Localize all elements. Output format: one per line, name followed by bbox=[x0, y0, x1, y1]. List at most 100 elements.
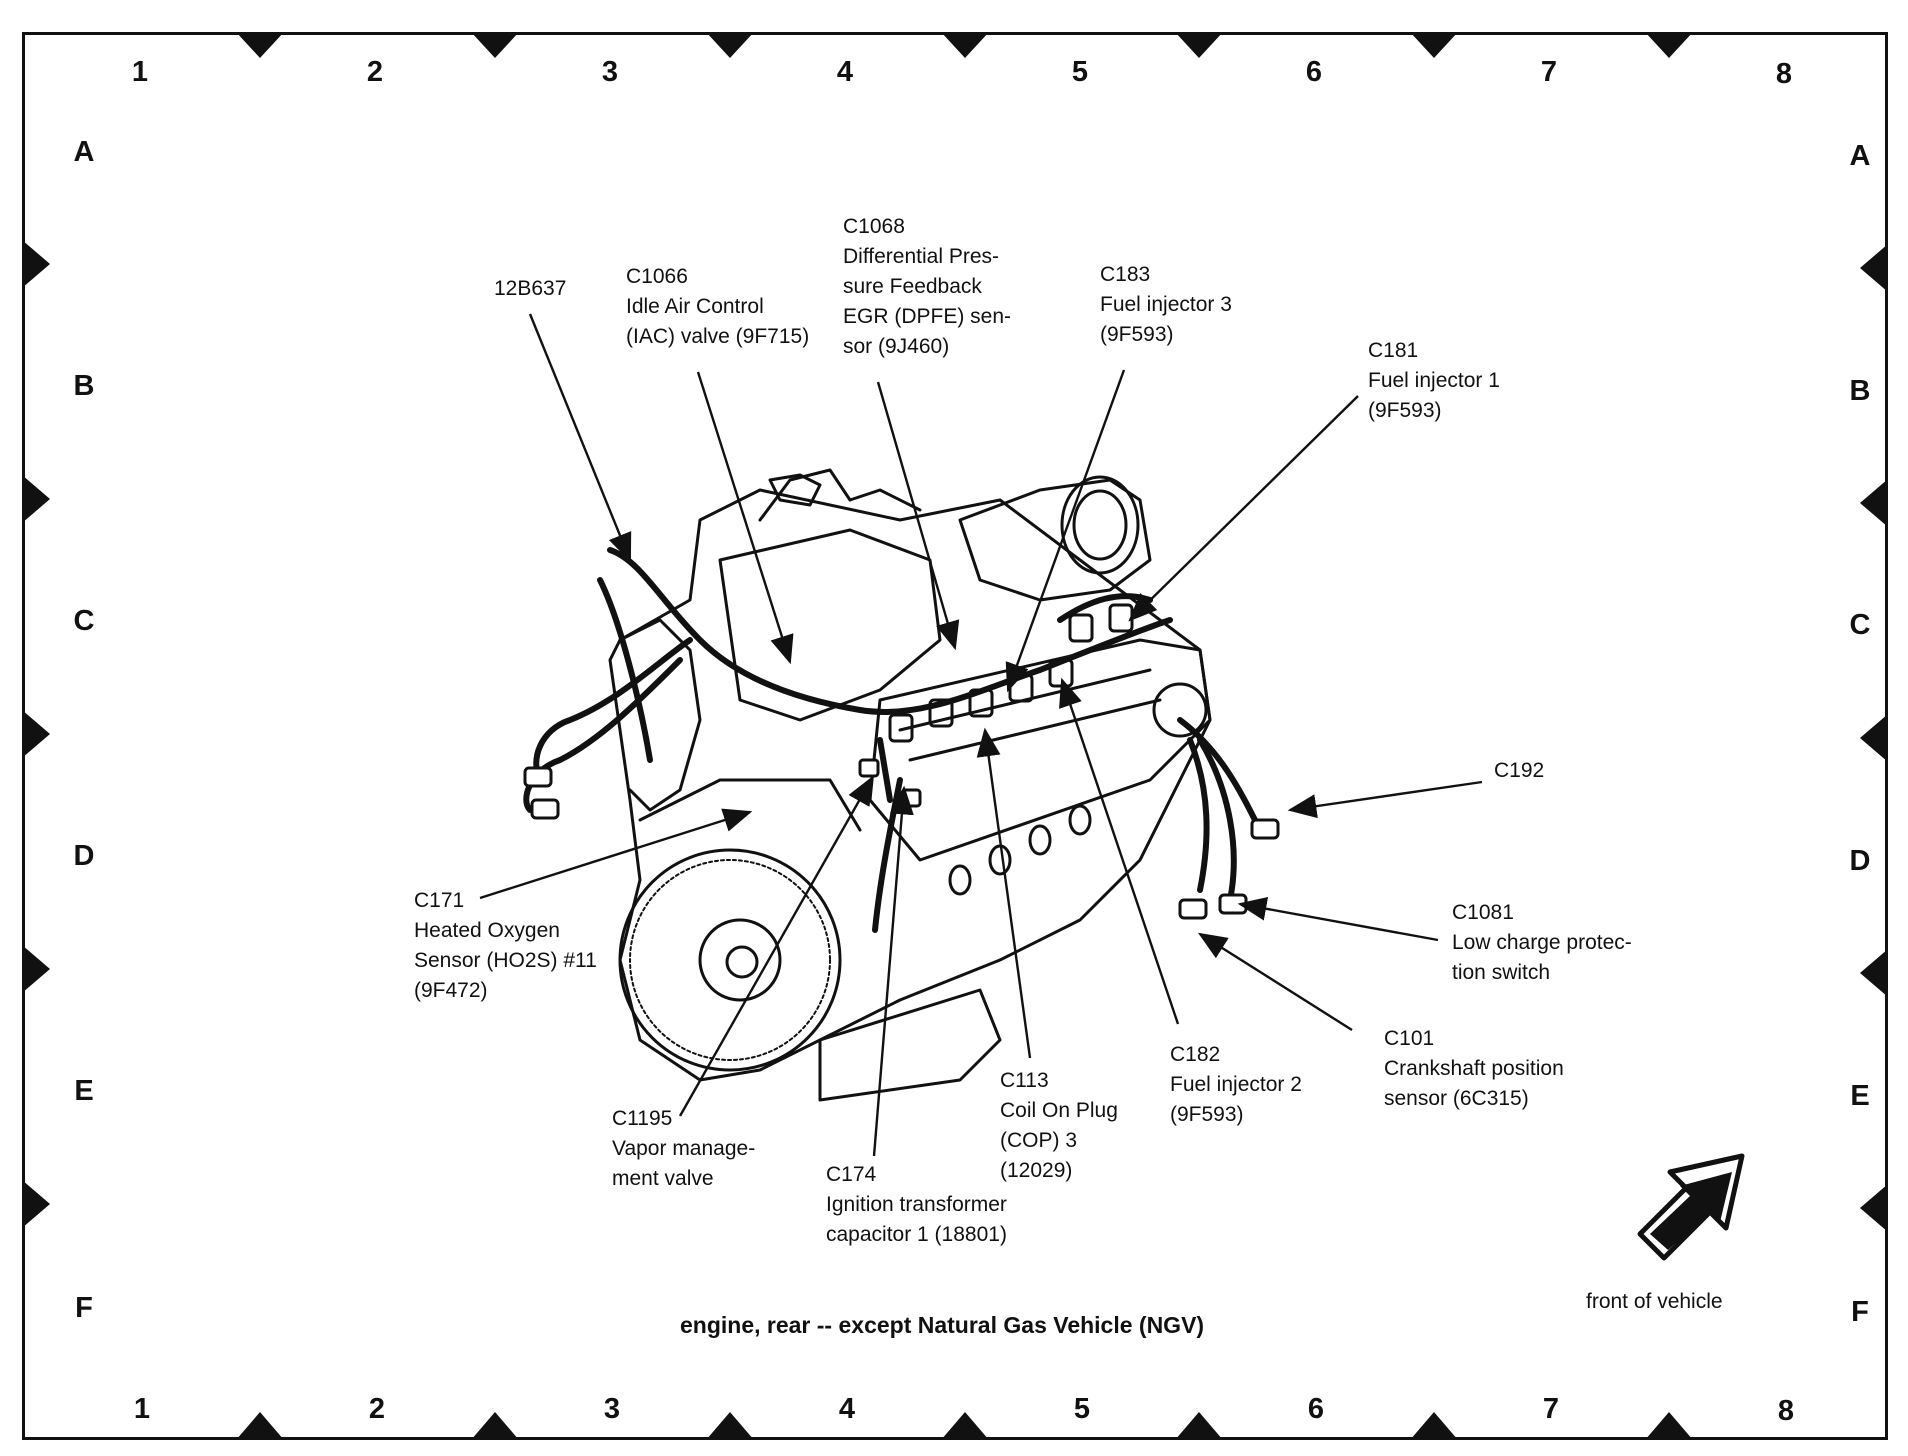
callout-c181: C181 Fuel injector 1 (9F593) bbox=[1368, 336, 1500, 426]
callout-c101-line-1: C101 bbox=[1384, 1027, 1435, 1050]
callout-c182: C182 Fuel injector 2 (9F593) bbox=[1170, 1040, 1302, 1130]
callout-c113-line-3: (COP) 3 bbox=[1000, 1129, 1078, 1152]
grid-row-right-d: D bbox=[1849, 845, 1871, 877]
leader-c101 bbox=[1197, 932, 1353, 1032]
callout-c192-line-1: C192 bbox=[1494, 759, 1545, 782]
callout-12b637-line-1: 12B637 bbox=[494, 277, 567, 300]
grid-col-top-8: 8 bbox=[1775, 58, 1793, 90]
grid-col-bottom-7: 7 bbox=[1542, 1393, 1560, 1425]
callout-c1066: C1066 Idle Air Control (IAC) valve (9F71… bbox=[626, 262, 809, 352]
callout-c113-line-2: Coil On Plug bbox=[1000, 1099, 1118, 1122]
callout-c101: C101 Crankshaft position sensor (6C315) bbox=[1384, 1024, 1564, 1114]
callout-12b637: 12B637 bbox=[494, 274, 566, 304]
callout-c1195-line-1: C1195 bbox=[612, 1107, 673, 1130]
callout-c113-line-1: C113 bbox=[1000, 1069, 1049, 1092]
grid-col-bottom-6: 6 bbox=[1307, 1393, 1325, 1425]
callout-c1068-line-1: C1068 bbox=[843, 215, 905, 238]
engine-body bbox=[608, 468, 1212, 1102]
grid-col-top-6: 6 bbox=[1305, 56, 1323, 88]
callout-c171-line-2: Heated Oxygen bbox=[414, 919, 560, 942]
grid-col-bottom-3: 3 bbox=[603, 1393, 621, 1425]
callout-c113-line-4: (12029) bbox=[1000, 1159, 1073, 1182]
callout-c1068-line-2: Differential Pres- bbox=[843, 245, 1000, 268]
callout-c174-line-2: Ignition transformer bbox=[826, 1193, 1007, 1216]
front-arrow-icon bbox=[1637, 1153, 1745, 1261]
coil-packs bbox=[888, 603, 1134, 743]
callout-c183: C183 Fuel injector 3 (9F593) bbox=[1100, 260, 1232, 350]
callout-c174: C174 Ignition transformer capacitor 1 (1… bbox=[826, 1160, 1007, 1250]
callout-c101-line-2: Crankshaft position bbox=[1384, 1057, 1564, 1080]
leader-c113 bbox=[976, 727, 1032, 1059]
callout-c171: C171 Heated Oxygen Sensor (HO2S) #11 (9F… bbox=[414, 886, 597, 1006]
grid-col-top-3: 3 bbox=[601, 56, 619, 88]
callout-c1066-line-1: C1066 bbox=[626, 265, 688, 288]
leader-c1068 bbox=[876, 381, 960, 651]
front-of-vehicle-label: front of vehicle bbox=[1586, 1290, 1723, 1313]
callout-c182-line-1: C182 bbox=[1170, 1043, 1221, 1066]
callout-c182-line-3: (9F593) bbox=[1170, 1103, 1244, 1126]
callout-c183-line-3: (9F593) bbox=[1100, 323, 1174, 346]
grid-col-top-2: 2 bbox=[366, 56, 384, 88]
grid-row-right-e: E bbox=[1850, 1080, 1870, 1112]
leader-c181 bbox=[1128, 395, 1359, 622]
leader-c1081 bbox=[1237, 896, 1439, 942]
callout-c1195: C1195 Vapor manage- ment valve bbox=[612, 1104, 755, 1194]
grid-col-top-4: 4 bbox=[836, 56, 854, 88]
grid-row-right-a: A bbox=[1849, 140, 1871, 172]
grid-row-right-b: B bbox=[1849, 375, 1871, 407]
leader-c171 bbox=[479, 808, 753, 900]
callout-c183-line-1: C183 bbox=[1100, 263, 1151, 286]
grid-row-right-f: F bbox=[1851, 1296, 1869, 1328]
callout-c181-line-3: (9F593) bbox=[1368, 399, 1442, 422]
callout-c192: C192 bbox=[1494, 756, 1544, 786]
grid-row-left-e: E bbox=[74, 1075, 94, 1107]
diagram-caption: engine, rear -- except Natural Gas Vehic… bbox=[680, 1312, 1205, 1338]
leader-c192 bbox=[1287, 780, 1483, 819]
callout-c174-line-3: capacitor 1 (18801) bbox=[826, 1223, 1007, 1246]
callout-c1066-line-2: Idle Air Control bbox=[626, 295, 764, 318]
grid-markers bbox=[22, 32, 1888, 1440]
leader-12b637 bbox=[528, 313, 632, 563]
grid-row-left-f: F bbox=[75, 1292, 93, 1324]
grid-col-top-7: 7 bbox=[1540, 56, 1558, 88]
callout-c1195-line-3: ment valve bbox=[612, 1167, 714, 1190]
grid-row-left-c: C bbox=[73, 605, 95, 637]
grid-col-bottom-1: 1 bbox=[133, 1393, 151, 1425]
callout-c1081-line-1: C1081 bbox=[1452, 901, 1514, 924]
grid-col-bottom-5: 5 bbox=[1073, 1393, 1091, 1425]
callout-c1068-line-5: sor (9J460) bbox=[843, 335, 950, 358]
callout-c1068-line-3: sure Feedback bbox=[843, 275, 982, 298]
grid-col-bottom-2: 2 bbox=[368, 1393, 386, 1425]
callout-c182-line-2: Fuel injector 2 bbox=[1170, 1073, 1302, 1096]
grid-row-left-d: D bbox=[73, 840, 95, 872]
callout-c1068-line-4: EGR (DPFE) sen- bbox=[843, 305, 1012, 328]
callout-c113: C113 Coil On Plug (COP) 3 (12029) bbox=[1000, 1066, 1118, 1186]
callout-c1081: C1081 Low charge protec- tion switch bbox=[1452, 898, 1632, 988]
leader-c1066 bbox=[696, 371, 794, 665]
callout-c101-line-3: sensor (6C315) bbox=[1384, 1087, 1529, 1110]
leader-c183 bbox=[1005, 369, 1126, 693]
grid-col-top-1: 1 bbox=[131, 56, 149, 88]
leader-c1195 bbox=[678, 775, 874, 1117]
callout-c183-line-2: Fuel injector 3 bbox=[1100, 293, 1232, 316]
callout-c181-line-1: C181 bbox=[1368, 339, 1419, 362]
grid-row-left-a: A bbox=[73, 136, 95, 168]
grid-col-bottom-8: 8 bbox=[1777, 1395, 1795, 1427]
callout-c1068: C1068 Differential Pres- sure Feedback E… bbox=[843, 212, 1011, 362]
callout-c174-line-1: C174 bbox=[826, 1163, 877, 1186]
leader-lines bbox=[479, 313, 1483, 1157]
callout-c1195-line-2: Vapor manage- bbox=[612, 1137, 756, 1160]
callout-c1066-line-3: (IAC) valve (9F715) bbox=[626, 325, 810, 348]
grid-row-right-c: C bbox=[1849, 609, 1871, 641]
callout-c171-line-4: (9F472) bbox=[414, 979, 488, 1002]
callout-c181-line-2: Fuel injector 1 bbox=[1368, 369, 1500, 392]
callout-c1081-line-2: Low charge protec- bbox=[1452, 931, 1632, 954]
callout-c1081-line-3: tion switch bbox=[1452, 961, 1551, 984]
leader-c174 bbox=[872, 785, 914, 1157]
grid-col-bottom-4: 4 bbox=[838, 1393, 856, 1425]
grid-col-top-5: 5 bbox=[1071, 56, 1089, 88]
grid-row-left-b: B bbox=[73, 370, 95, 402]
callout-c171-line-1: C171 bbox=[414, 889, 465, 912]
leader-c182 bbox=[1059, 677, 1180, 1025]
callout-c171-line-3: Sensor (HO2S) #11 bbox=[414, 949, 597, 972]
